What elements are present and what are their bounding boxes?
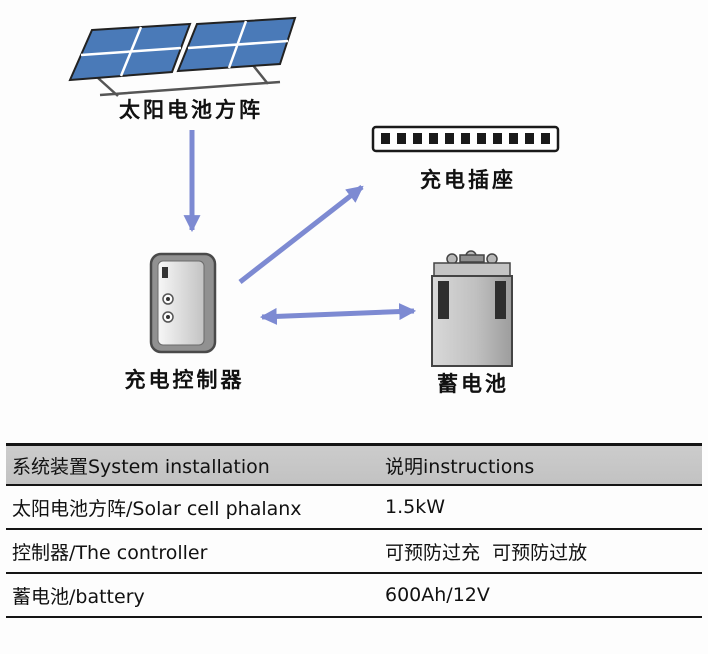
- charging-socket-label: 充电插座: [420, 168, 516, 192]
- row-device: 太阳电池方阵/Solar cell phalanx: [12, 497, 302, 520]
- table-row: 控制器/The controller 可预防过充 可预防过放: [6, 528, 702, 572]
- diagram-artwork: [68, 16, 560, 367]
- arrow-controller-battery-bidirectional: [259, 303, 417, 325]
- row-spec: 600Ah/12V: [385, 584, 490, 606]
- row-device: 控制器/The controller: [12, 541, 208, 564]
- row-spec: 可预防过充 可预防过放: [385, 541, 588, 564]
- header-instructions: 说明instructions: [385, 455, 535, 478]
- battery-label: 蓄电池: [437, 372, 509, 396]
- table-row: 蓄电池/battery 600Ah/12V: [6, 572, 702, 616]
- spec-table-header-row: 系统装置System installation 说明instructions: [6, 446, 702, 484]
- row-device: 蓄电池/battery: [12, 585, 145, 608]
- row-spec: 1.5kW: [385, 496, 446, 518]
- charge-controller-label: 充电控制器: [124, 368, 245, 392]
- spec-table: 系统装置System installation 说明instructions 太…: [6, 443, 702, 618]
- system-diagram: 太阳电池方阵 充电插座 充电控制器 蓄电池: [68, 16, 560, 396]
- power-strip-icon: [371, 125, 560, 153]
- charge-controller-icon: [149, 252, 217, 354]
- solar-array-label: 太阳电池方阵: [119, 98, 263, 122]
- table-row: 太阳电池方阵/Solar cell phalanx 1.5kW: [6, 484, 702, 528]
- battery-icon: [431, 250, 513, 367]
- arrow-controller-to-socket: [238, 185, 364, 284]
- header-system-installation: 系统装置System installation: [12, 455, 270, 478]
- solar-panel-icon: [68, 16, 297, 97]
